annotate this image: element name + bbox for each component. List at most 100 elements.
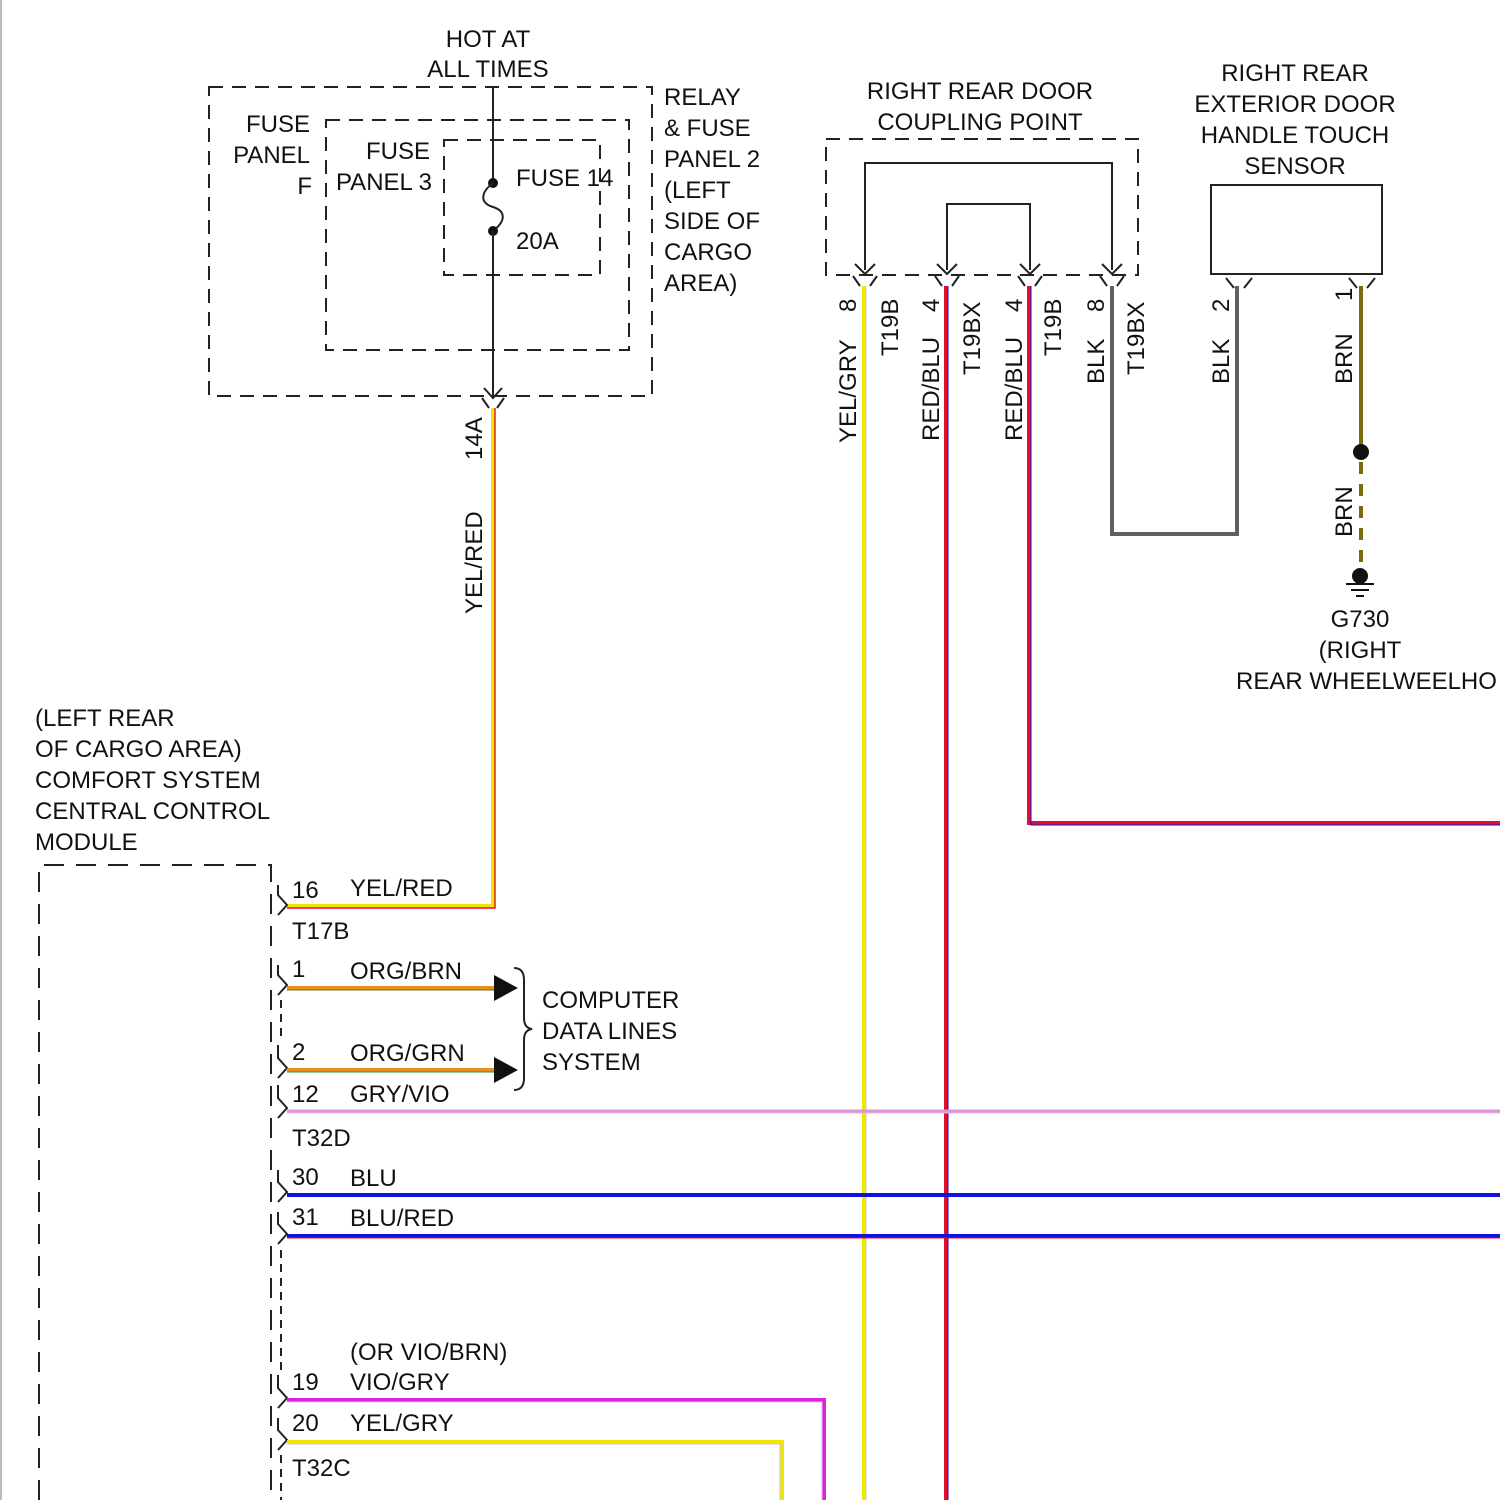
module-pin-number: 1 bbox=[292, 956, 305, 983]
connector-pin-symbol bbox=[278, 1085, 287, 1118]
sensor-pin-symbols bbox=[1226, 278, 1375, 288]
connector-pin-symbol bbox=[278, 965, 287, 995]
relay-panel-line: & FUSE bbox=[664, 115, 751, 142]
module-label: (LEFT REAR OF CARGO AREA) COMFORT SYSTEM… bbox=[35, 705, 270, 856]
ground-name: G730 bbox=[1331, 606, 1390, 633]
ground-location-1: (RIGHT bbox=[1319, 637, 1402, 664]
sensor-pin1-color: BRN bbox=[1331, 333, 1358, 384]
fuse-panel-f-label-3: F bbox=[297, 173, 312, 200]
relay-panel-line: RELAY bbox=[664, 84, 741, 111]
module-pin-number: 12 bbox=[292, 1081, 319, 1108]
coupling-pin-number: 4 bbox=[1001, 299, 1028, 312]
sensor-pin1-number: 1 bbox=[1331, 288, 1358, 301]
relay-panel-line: AREA) bbox=[664, 270, 737, 297]
wire-brn-lower-label: BRN bbox=[1331, 486, 1358, 537]
coupling-connector-id: T19BX bbox=[1123, 302, 1150, 375]
data-lines-brace bbox=[514, 968, 532, 1090]
connector-pin-symbol bbox=[278, 1045, 287, 1078]
fuse-panel-f-label-1: FUSE bbox=[246, 111, 310, 138]
module-pin-color: BLU bbox=[350, 1165, 397, 1192]
data-line-arrow bbox=[494, 975, 518, 1001]
connector-pin-symbol bbox=[278, 885, 287, 915]
coupling-pin-number: 4 bbox=[918, 299, 945, 312]
splice-dot bbox=[1353, 444, 1369, 460]
data-lines-label: COMPUTER bbox=[542, 987, 679, 1014]
relay-fuse-panel-2-label: RELAY & FUSE PANEL 2 (LEFT SIDE OF CARGO… bbox=[664, 84, 760, 297]
sensor-pin2-color: BLK bbox=[1208, 339, 1235, 384]
relay-panel-line: (LEFT bbox=[664, 177, 731, 204]
ground-location-2: REAR WHEELWEELHO bbox=[1236, 668, 1497, 695]
module-pin-number: 19 bbox=[292, 1369, 319, 1396]
module-pin-number: 31 bbox=[292, 1204, 319, 1231]
connector-pin-symbol bbox=[482, 398, 504, 408]
fuse-panel-f-label-2: PANEL bbox=[233, 142, 310, 169]
wire-yel-red bbox=[287, 408, 493, 906]
module-pin-color: ORG/GRN bbox=[350, 1040, 465, 1067]
module-pin-color: VIO/GRY bbox=[350, 1369, 450, 1396]
relay-panel-line: CARGO bbox=[664, 239, 752, 266]
module-pin-color: YEL/GRY bbox=[350, 1410, 454, 1437]
sensor-pin2-number: 2 bbox=[1208, 299, 1235, 312]
coupling-connector-id: T19B bbox=[1040, 299, 1067, 356]
relay-panel-line: SIDE OF bbox=[664, 208, 760, 235]
module-pin-symbols bbox=[278, 885, 287, 1500]
connector-pin-symbol bbox=[853, 276, 877, 286]
data-lines-label: DATA LINES bbox=[542, 1018, 677, 1045]
module-connector-t17b: T17B bbox=[292, 918, 349, 945]
coupling-connector-id: T19B bbox=[877, 299, 904, 356]
wire-yel-gry bbox=[287, 1442, 782, 1500]
coupling-wire-color: YEL/GRY bbox=[835, 339, 862, 443]
fuse-14-label: FUSE 14 bbox=[516, 165, 613, 192]
module-box bbox=[39, 865, 271, 1500]
module-pin-color: YEL/RED bbox=[350, 875, 453, 902]
wire-yel-gry-stripe bbox=[287, 1444, 780, 1500]
coupling-title-2: COUPLING POINT bbox=[877, 109, 1083, 136]
connector-pin-symbol bbox=[935, 276, 959, 286]
connector-pin-symbol bbox=[1018, 276, 1042, 286]
coupling-wire-color: RED/BLU bbox=[918, 337, 945, 441]
connector-pin-symbol bbox=[278, 1170, 287, 1202]
coupling-wire-color: RED/BLU bbox=[1001, 337, 1028, 441]
all-times-label: ALL TIMES bbox=[427, 56, 548, 83]
module-pin-number: 16 bbox=[292, 877, 319, 904]
module-pin-color: ORG/BRN bbox=[350, 958, 462, 985]
module-pin-alt-color: (OR VIO/BRN) bbox=[350, 1339, 507, 1366]
module-label-line: (LEFT REAR bbox=[35, 705, 175, 732]
coupling-title-1: RIGHT REAR DOOR bbox=[867, 78, 1093, 105]
fuse-symbol bbox=[483, 183, 503, 231]
module-label-line: MODULE bbox=[35, 829, 138, 856]
module-pin-number: 2 bbox=[292, 1039, 305, 1066]
sensor-title-line: HANDLE TOUCH bbox=[1201, 122, 1389, 149]
relay-panel-line: PANEL 2 bbox=[664, 146, 760, 173]
module-label-line: CENTRAL CONTROL bbox=[35, 798, 270, 825]
module-pin-number: 30 bbox=[292, 1164, 319, 1191]
ground-dot bbox=[1352, 568, 1368, 584]
sensor-title-line: EXTERIOR DOOR bbox=[1194, 91, 1395, 118]
fuse-panel-3-label-1: FUSE bbox=[366, 138, 430, 165]
data-lines-label: SYSTEM bbox=[542, 1049, 641, 1076]
hot-at-label: HOT AT bbox=[446, 26, 531, 53]
fuse-panel-3-label-2: PANEL 3 bbox=[336, 169, 432, 196]
coupling-bridge-inner bbox=[947, 204, 1030, 270]
coupling-wire-color: BLK bbox=[1083, 339, 1110, 384]
data-line-arrow bbox=[494, 1057, 518, 1083]
ground-symbol bbox=[1346, 584, 1374, 596]
coupling-point-box bbox=[826, 139, 1138, 275]
module-label-line: OF CARGO AREA) bbox=[35, 736, 242, 763]
module-connector-t32c: T32C bbox=[292, 1455, 351, 1482]
coupling-bridge-outer bbox=[865, 163, 1112, 270]
coupling-connector-id: T19BX bbox=[959, 302, 986, 375]
module-pin-color: GRY/VIO bbox=[350, 1081, 450, 1108]
sensor-title-line: RIGHT REAR bbox=[1221, 60, 1369, 87]
sensor-title-line: SENSOR bbox=[1244, 153, 1345, 180]
wire-14a-color: YEL/RED bbox=[461, 511, 488, 614]
wire-14a-pin: 14A bbox=[461, 417, 488, 460]
coupling-pin-number: 8 bbox=[1083, 299, 1110, 312]
connector-pin-symbol bbox=[1100, 276, 1124, 286]
module-pin-number: 20 bbox=[292, 1410, 319, 1437]
fuse-14-rating: 20A bbox=[516, 228, 559, 255]
connector-pin-symbol bbox=[278, 1212, 287, 1244]
connector-pin-symbol bbox=[278, 1418, 287, 1450]
wire-yel-red-stripe bbox=[287, 408, 495, 908]
